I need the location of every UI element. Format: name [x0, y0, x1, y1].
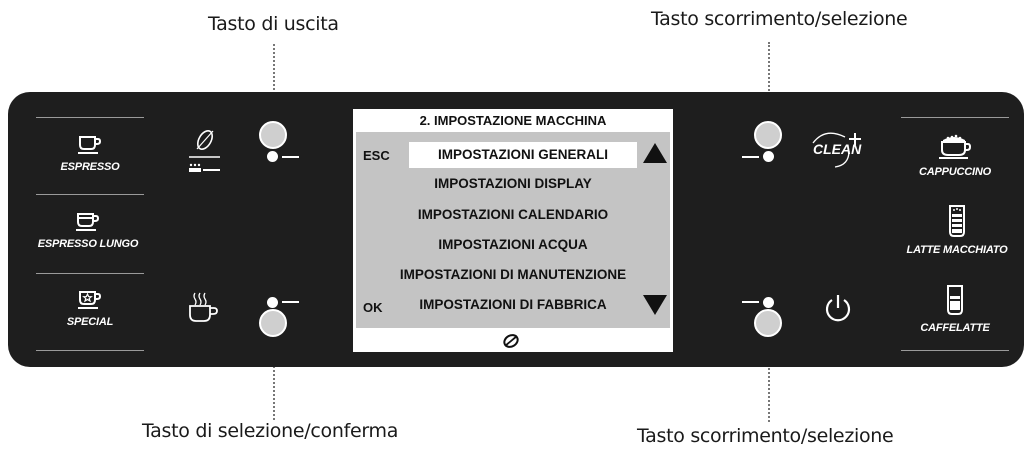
- cup-icon: [76, 213, 100, 231]
- menu-item[interactable]: IMPOSTAZIONI DISPLAY: [434, 176, 592, 191]
- callout-exit-key: Tasto di uscita: [208, 13, 339, 35]
- espresso-lungo-label: ESPRESSO LUNGO: [37, 238, 139, 250]
- scroll-up-knob-tick: [742, 156, 759, 158]
- scroll-down-knob-indicator: [763, 297, 774, 308]
- leader-scroll-top: [768, 42, 770, 122]
- exit-knob-tick: [282, 156, 299, 158]
- special-label: SPECIAL: [66, 316, 114, 328]
- separator: [36, 194, 144, 195]
- espresso-lungo-button[interactable]: ESPRESSO LUNGO: [18, 210, 158, 252]
- leader-scroll-bottom: [768, 340, 770, 422]
- ok-label: OK: [363, 300, 383, 315]
- coffee-bean-icon: [189, 130, 220, 172]
- menu-item[interactable]: IMPOSTAZIONI DI MANUTENZIONE: [399, 267, 627, 282]
- espresso-label: ESPRESSO: [60, 161, 120, 173]
- clean-button[interactable]: CLEAN: [812, 132, 861, 168]
- scroll-down-knob-tick: [742, 301, 759, 303]
- latte-macchiato-button[interactable]: LATTE MACCHIATO: [897, 204, 1017, 258]
- espresso-button[interactable]: ESPRESSO: [36, 133, 144, 175]
- clean-plus-icon: [812, 132, 861, 168]
- callout-scroll-select-top: Tasto scorrimento/selezione: [651, 8, 908, 30]
- glass-icon: [949, 205, 965, 237]
- power-icon[interactable]: [822, 292, 854, 324]
- esc-label: ESC: [363, 148, 390, 163]
- leader-select-confirm: [273, 338, 275, 420]
- select-knob-indicator: [267, 297, 278, 308]
- display-menu-area: ESC IMPOSTAZIONI GENERALI IMPOSTAZIONI D…: [356, 132, 670, 328]
- scroll-down-arrow-icon: [643, 295, 667, 315]
- cup-icon: [78, 136, 102, 154]
- callout-select-confirm: Tasto di selezione/conferma: [142, 420, 399, 442]
- star-cup-icon: [78, 291, 102, 309]
- select-confirm-knob[interactable]: [259, 309, 287, 337]
- scroll-down-knob[interactable]: [754, 309, 782, 337]
- coffee-bean-icon: [503, 334, 519, 348]
- select-knob-tick: [282, 301, 299, 303]
- special-button[interactable]: SPECIAL: [36, 288, 144, 330]
- latte-macchiato-label: LATTE MACCHIATO: [906, 244, 1008, 256]
- scroll-up-arrow-icon: [643, 143, 667, 163]
- scroll-up-knob[interactable]: [754, 121, 782, 149]
- cappuccino-button[interactable]: CAPPUCCINO: [901, 132, 1009, 180]
- exit-knob-indicator: [267, 151, 278, 162]
- callout-scroll-select-bottom: Tasto scorrimento/selezione: [637, 425, 894, 447]
- exit-knob[interactable]: [259, 121, 287, 149]
- display-title: 2. IMPOSTAZIONE MACCHINA: [419, 113, 607, 128]
- caffelatte-label: CAFFELATTE: [920, 322, 990, 334]
- separator: [901, 117, 1009, 118]
- separator: [901, 350, 1009, 351]
- display-screen: 2. IMPOSTAZIONE MACCHINA ESC IMPOSTAZION…: [353, 109, 673, 352]
- scroll-up-knob-indicator: [763, 151, 774, 162]
- menu-item[interactable]: IMPOSTAZIONI DI FABBRICA: [419, 297, 607, 312]
- cappuccino-cup-icon: [939, 134, 972, 159]
- cappuccino-label: CAPPUCCINO: [919, 166, 991, 178]
- menu-item-selected[interactable]: IMPOSTAZIONI GENERALI: [409, 142, 637, 168]
- separator: [36, 350, 144, 351]
- menu-item[interactable]: IMPOSTAZIONI ACQUA: [438, 237, 588, 252]
- caffelatte-button[interactable]: CAFFELATTE: [901, 284, 1009, 336]
- hot-water-icon: [189, 292, 218, 322]
- separator: [36, 273, 144, 274]
- glass-icon: [947, 285, 963, 315]
- leader-exit-key: [273, 44, 275, 122]
- menu-item[interactable]: IMPOSTAZIONI CALENDARIO: [417, 207, 609, 222]
- separator: [36, 117, 144, 118]
